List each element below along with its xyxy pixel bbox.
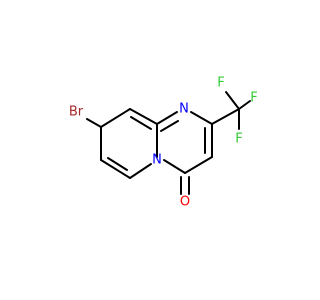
- bond-c9-c9a: [129, 108, 158, 125]
- bond-cf3-f-top-left: [225, 91, 240, 110]
- bond-cf3-f-top-right: [238, 100, 251, 110]
- bond-c6-c7: [100, 159, 131, 179]
- bond-n1-c2: [190, 111, 213, 125]
- atom-fluorine-top-left: F: [217, 76, 224, 91]
- atom-bromine: Br: [69, 105, 84, 120]
- atom-label-layer: Br N N O F F F: [69, 76, 258, 210]
- bond-c8-c9: [100, 108, 131, 128]
- atom-nitrogen-bridge: N: [152, 153, 162, 168]
- structure-canvas: Br N N O F F F: [69, 76, 258, 210]
- bond-c3-c4: [184, 156, 213, 174]
- bond-c6-c7-double: [107, 157, 128, 171]
- atom-nitrogen-ring: N: [179, 102, 189, 117]
- bond-layer: [86, 91, 251, 195]
- bond-c2-cf3: [211, 108, 240, 125]
- bond-c9a-n1-double: [160, 120, 179, 132]
- bond-c8-br: [86, 118, 102, 128]
- bond-c4-n4: [163, 159, 186, 174]
- bond-c9-c9a-double: [130, 116, 152, 130]
- bond-n4-c6: [129, 163, 152, 179]
- atom-oxygen: O: [180, 195, 190, 210]
- atom-fluorine-top-right: F: [250, 91, 257, 106]
- atom-fluorine-bottom: F: [235, 132, 242, 147]
- molecule-diagram: Br N N O F F F: [69, 76, 258, 210]
- bond-c9a-n1: [156, 111, 178, 125]
